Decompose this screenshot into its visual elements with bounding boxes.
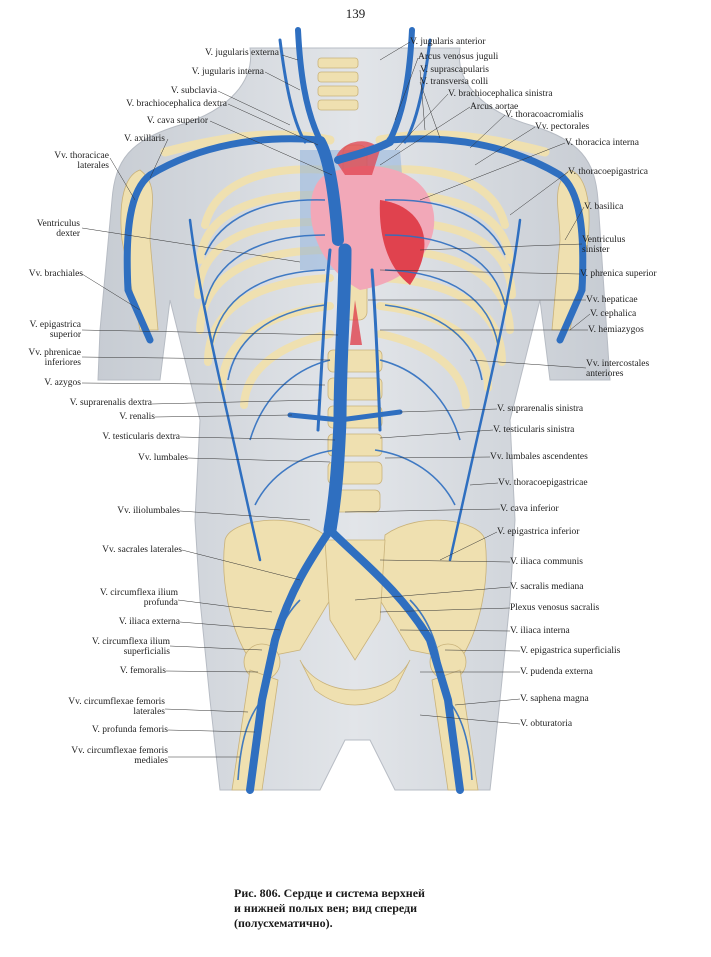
label-v-sacralis-mediana: V. sacralis mediana (510, 582, 584, 592)
label-v-azygos: V. azygos (44, 378, 81, 388)
label-vv-brachiales: Vv. brachiales (28, 269, 83, 279)
label-vv-lumbales: Vv. lumbales (137, 453, 188, 463)
label-plexus-venosus-sacralis: Plexus venosus sacralis (510, 603, 600, 613)
label-v-thoracica-interna: V. thoracica interna (565, 138, 639, 148)
label-v-circumflexa-ilium-profunda: V. circumflexa ilium profunda (99, 588, 178, 608)
anatomy-illustration (81, 27, 611, 794)
label-v-cava-superior: V. cava superior (146, 116, 208, 126)
label-v-subclavia: V. subclavia (170, 86, 217, 96)
page-number: 139 (345, 6, 366, 21)
label-v-epigastrica-inferior: V. epigastrica inferior (497, 527, 580, 537)
figure-caption: Рис. 806. Сердце и система верхней и ниж… (234, 886, 564, 931)
label-v-phrenica-superior: V. phrenica superior (580, 269, 657, 279)
label-vv-iliolumbales: Vv. iliolumbales (117, 506, 180, 516)
label-v-transversa-colli: V. transversa colli (420, 77, 489, 87)
label-v-suprarenalis-dextra: V. suprarenalis dextra (69, 398, 152, 408)
label-arcus-aortae: Arcus aortae (470, 102, 519, 112)
label-v-profunda-femoris: V. profunda femoris (91, 725, 168, 735)
label-ventriculus-dexter: Ventriculus dexter (36, 219, 80, 239)
label-arcus-venosus-juguli: Arcus venosus juguli (418, 52, 499, 62)
label-v-suprarenalis-sinistra: V. suprarenalis sinistra (497, 404, 584, 414)
label-vv-phrenicae-inferiores: Vv. phrenicae inferiores (28, 348, 81, 368)
label-v-iliaca-interna: V. iliaca interna (510, 626, 570, 636)
caption-line-2: и нижней полых вен; вид спереди (234, 901, 418, 915)
label-v-cephalica: V. cephalica (590, 309, 637, 319)
leader-lines-left (81, 54, 339, 758)
label-ventriculus-sinister: Ventriculus sinister (582, 235, 626, 255)
label-vv-circumflexae-femoris-mediales: Vv. circumflexae femoris mediales (71, 746, 168, 766)
label-v-testicularis-dextra: V. testicularis dextra (102, 432, 180, 442)
leader-lines-right (344, 41, 591, 725)
label-v-circumflexa-ilium-superficialis: V. circumflexa ilium superficialis (91, 637, 170, 657)
label-v-jugularis-anterior: V. jugularis anterior (410, 37, 486, 47)
label-vv-pectorales: Vv. pectorales (535, 122, 590, 132)
label-v-jugularis-interna: V. jugularis interna (191, 67, 264, 77)
label-v-axillaris: V. axillaris (124, 134, 165, 144)
label-vv-circumflexae-femoris-laterales: Vv. circumflexae femoris laterales (68, 697, 165, 717)
label-v-epigastrica-superior: V. epigastrica superior (29, 320, 81, 340)
label-v-cava-inferior: V. cava inferior (500, 504, 559, 514)
label-v-thoracoacromialis: V. thoracoacromialis (505, 110, 584, 120)
major-veins (123, 27, 587, 794)
label-v-iliaca-communis: V. iliaca communis (510, 557, 583, 567)
label-v-testicularis-sinistra: V. testicularis sinistra (493, 425, 575, 435)
label-v-hemiazygos: V. hemiazygos (588, 325, 644, 335)
label-v-femoralis: V. femoralis (119, 666, 166, 676)
label-vv-hepaticae: Vv. hepaticae (586, 295, 638, 305)
label-v-saphena-magna: V. saphena magna (520, 694, 589, 704)
label-v-basilica: V. basilica (584, 202, 624, 212)
label-v-suprascapularis: V. suprascapularis (420, 65, 489, 75)
label-v-obturatoria: V. obturatoria (520, 719, 573, 729)
label-v-jugularis-externa: V. jugularis externa (205, 48, 279, 58)
label-vv-intercostales-anteriores: Vv. intercostales anteriores (586, 359, 650, 379)
label-vv-thoracoepigastricae: Vv. thoracoepigastricae (498, 478, 588, 488)
cervical-spine (317, 57, 359, 111)
label-v-brachiocephalica-sinistra: V. brachiocephalica sinistra (448, 89, 553, 99)
label-vv-thoracicae-laterales: Vv. thoracicae laterales (54, 151, 109, 171)
label-vv-sacrales-laterales: Vv. sacrales laterales (102, 545, 182, 555)
caption-line-1: Рис. 806. Сердце и система верхней (234, 886, 425, 900)
label-v-epigastrica-superficialis: V. epigastrica superficialis (520, 646, 621, 656)
label-vv-lumbales-ascendentes: Vv. lumbales ascendentes (490, 452, 588, 462)
label-v-pudenda-externa: V. pudenda externa (520, 667, 593, 677)
label-v-brachiocephalica-dextra: V. brachiocephalica dextra (126, 99, 227, 109)
caption-line-3: (полусхематично). (234, 916, 333, 930)
label-v-thoracoepigastrica: V. thoracoepigastrica (568, 167, 649, 177)
label-v-iliaca-externa: V. iliaca externa (118, 617, 180, 627)
label-v-renalis: V. renalis (119, 412, 155, 422)
